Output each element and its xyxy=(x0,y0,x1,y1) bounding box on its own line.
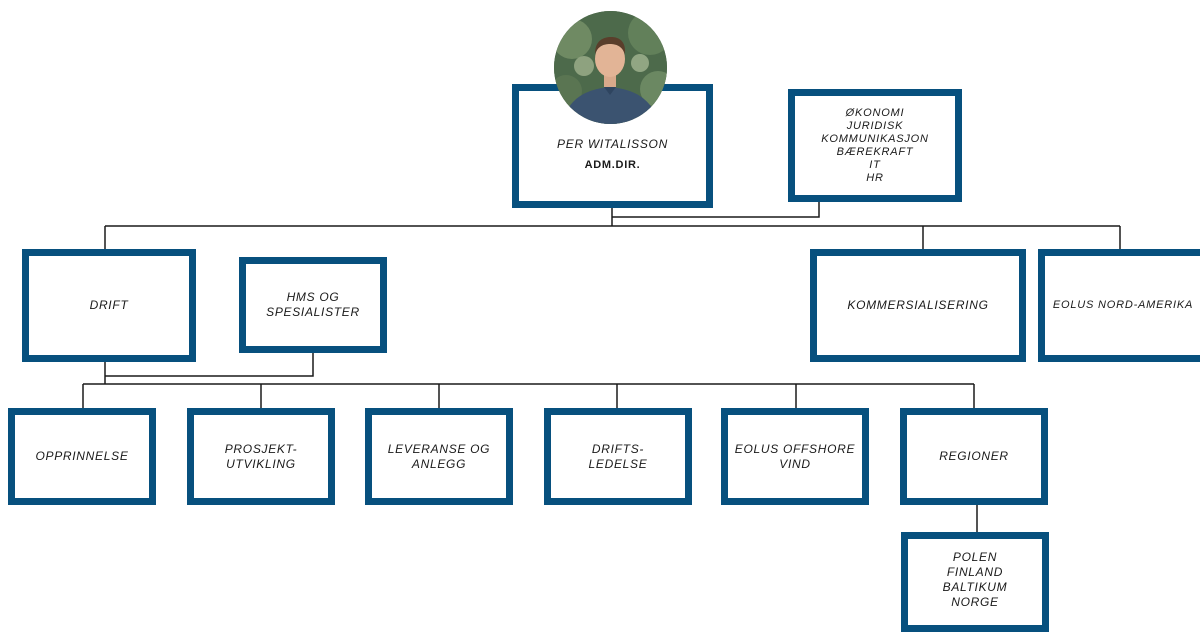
staff-item-it: IT xyxy=(869,158,881,171)
ceo-title: ADM.DIR. xyxy=(584,159,641,171)
prosjekt-label-line2: UTVIKLING xyxy=(226,456,296,471)
driftsledelse-box: DRIFTS- LEDELSE xyxy=(544,408,692,505)
eolus-na-box: EOLUS NORD-AMERIKA xyxy=(1038,249,1200,362)
leveranse-label-line1: LEVERANSE OG xyxy=(387,441,491,456)
ceo-name: PER WITALISSON xyxy=(557,137,668,151)
staff-item-baerekraft: BÆREKRAFT xyxy=(836,145,914,158)
region-polen: POLEN xyxy=(952,550,998,564)
staff-item-kommunikasjon: KOMMUNIKASJON xyxy=(821,132,929,145)
prosjektutvikling-box: PROSJEKT- UTVIKLING xyxy=(187,408,335,505)
hms-label-line2: SPESIALISTER xyxy=(266,305,360,319)
connector-line xyxy=(105,350,314,377)
drift-box: DRIFT xyxy=(22,249,196,362)
region-finland: FINLAND xyxy=(946,565,1004,579)
kommersialisering-label: KOMMERSIALISERING xyxy=(847,298,989,312)
staff-item-hr: HR xyxy=(866,171,884,184)
region-baltikum: BALTIKUM xyxy=(942,580,1008,594)
leveranse-label-line2: ANLEGG xyxy=(411,456,467,471)
person-photo-icon xyxy=(554,11,667,124)
drifts-label-line1: DRIFTS- xyxy=(591,441,645,456)
prosjekt-label-line1: PROSJEKT- xyxy=(224,441,298,456)
offshore-label-line2: VIND xyxy=(779,456,811,471)
hms-box: HMS OG SPESIALISTER xyxy=(239,257,387,353)
opprinnelse-label: OPPRINNELSE xyxy=(35,449,129,463)
kommersialisering-box: KOMMERSIALISERING xyxy=(810,249,1026,362)
connector-line xyxy=(612,200,820,218)
hms-label-line1: HMS OG xyxy=(286,290,340,304)
offshore-box: EOLUS OFFSHORE VIND xyxy=(721,408,869,505)
drifts-label-line2: LEDELSE xyxy=(588,456,648,471)
regions-list-box: POLEN FINLAND BALTIKUM NORGE xyxy=(901,532,1049,632)
offshore-label-line1: EOLUS OFFSHORE xyxy=(734,441,856,456)
leveranse-box: LEVERANSE OG ANLEGG xyxy=(365,408,513,505)
staff-functions-box: ØKONOMI JURIDISK KOMMUNIKASJON BÆREKRAFT… xyxy=(788,89,962,202)
drift-label: DRIFT xyxy=(89,298,129,312)
staff-item-okonomi: ØKONOMI xyxy=(845,106,905,119)
regioner-label: REGIONER xyxy=(939,449,1009,463)
ceo-photo xyxy=(554,11,667,124)
eolus-na-label: EOLUS NORD-AMERIKA xyxy=(1052,299,1194,311)
staff-item-juridisk: JURIDISK xyxy=(846,119,904,132)
regioner-box: REGIONER xyxy=(900,408,1048,505)
opprinnelse-box: OPPRINNELSE xyxy=(8,408,156,505)
region-norge: NORGE xyxy=(951,595,999,609)
